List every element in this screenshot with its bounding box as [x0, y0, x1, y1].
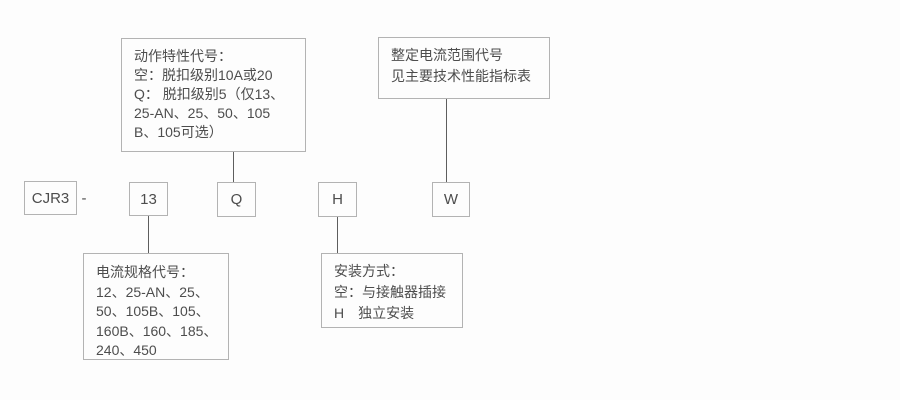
callout-line: 电流规格代号： — [96, 264, 194, 280]
connector-13-to-current-spec — [148, 216, 149, 253]
code-box-current-spec: 13 — [129, 182, 168, 216]
callout-line: B、105可选） — [134, 124, 223, 140]
callout-line: 50、105B、105、 — [96, 303, 210, 319]
connector-action-to-q — [233, 152, 234, 182]
callout-line: 240、450 — [96, 342, 157, 358]
callout-line: 12、25-AN、25、 — [96, 283, 209, 300]
connector-range-to-w — [446, 99, 447, 182]
connector-h-to-mounting — [337, 217, 338, 253]
callout-line: 160B、160、185、 — [96, 322, 218, 339]
code-box-model-prefix: CJR3 — [24, 181, 77, 215]
code-box-action-characteristic: Q — [217, 182, 256, 217]
callout-line: 见主要技术性能指标表 — [391, 68, 531, 84]
callout-action-characteristic: 动作特性代号： 空：脱扣级别10A或20 Q： 脱扣级别5（仅13、 25-AN… — [121, 38, 306, 152]
separator-dash: - — [81, 189, 87, 207]
callout-setting-current-range: 整定电流范围代号 见主要技术性能指标表 — [378, 37, 550, 99]
callout-line: 空：与接触器插接 — [334, 284, 446, 300]
callout-line: 25-AN、25、50、105 — [134, 105, 271, 121]
callout-line: H 独立安装 — [334, 305, 415, 321]
callout-line: Q： 脱扣级别5（仅13、 — [134, 86, 285, 102]
callout-line: 空：脱扣级别10A或20 — [134, 67, 273, 83]
code-box-setting-range: W — [432, 182, 470, 217]
callout-mounting: 安装方式： 空：与接触器插接 H 独立安装 — [321, 253, 463, 328]
code-box-mounting: H — [318, 182, 357, 217]
callout-line: 安装方式： — [334, 263, 404, 279]
callout-line: 动作特性代号： — [134, 48, 232, 64]
callout-line: 整定电流范围代号 — [391, 47, 503, 63]
callout-current-spec: 电流规格代号： 12、25-AN、25、 50、105B、105、 160B、1… — [83, 253, 229, 360]
